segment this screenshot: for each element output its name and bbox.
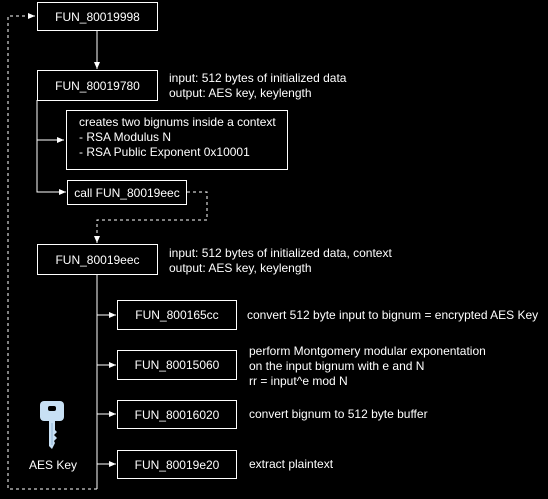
fun-80019e20-desc: extract plaintext <box>249 457 333 472</box>
fun-800165cc-desc: convert 512 byte input to bignum = encry… <box>247 308 538 323</box>
aes-key-label: AES Key <box>29 458 78 472</box>
desc-line: on the input bignum with e and N <box>249 359 425 373</box>
desc-line: extract plaintext <box>249 457 334 471</box>
node-call-fun-80019eec[interactable]: call FUN_80019eec <box>67 180 187 205</box>
key-icon <box>40 401 64 449</box>
fun-80016020-desc: convert bignum to 512 byte buffer <box>249 407 428 422</box>
edge-return-to-19998 <box>7 13 97 490</box>
desc-line: convert bignum to 512 byte buffer <box>249 407 428 421</box>
edge-19780-to-call <box>36 140 66 195</box>
note-line: - RSA Public Exponent 0x10001 <box>79 145 250 159</box>
desc-line: perform Montgomery modular exponentation <box>249 344 486 358</box>
bignum-context-note: creates two bignums inside a context - R… <box>66 110 288 170</box>
node-fun-80019e20[interactable]: FUN_80019e20 <box>117 450 237 479</box>
node-fun-80019eec[interactable]: FUN_80019eec <box>37 244 158 275</box>
fun-80019780-io-label: input: 512 bytes of initialized data out… <box>169 71 346 101</box>
io-output-line: output: AES key, keylength <box>169 86 312 100</box>
desc-line: convert 512 byte input to bignum = encry… <box>247 308 539 322</box>
io-output-line: output: AES key, keylength <box>169 261 312 275</box>
node-fun-80019998[interactable]: FUN_80019998 <box>37 2 158 31</box>
edge-19780-to-note <box>36 100 64 143</box>
node-fun-80019780[interactable]: FUN_80019780 <box>37 70 158 101</box>
fun-80015060-desc: perform Montgomery modular exponentation… <box>249 344 486 389</box>
node-fun-80015060[interactable]: FUN_80015060 <box>117 350 237 380</box>
io-input-line: input: 512 bytes of initialized data, co… <box>169 246 392 260</box>
io-input-line: input: 512 bytes of initialized data <box>169 71 347 85</box>
node-fun-800165cc[interactable]: FUN_800165cc <box>117 300 237 330</box>
note-line: - RSA Modulus N <box>79 130 172 144</box>
note-line: creates two bignums inside a context <box>79 115 276 129</box>
node-fun-80016020[interactable]: FUN_80016020 <box>117 400 237 429</box>
desc-line: rr = input^e mod N <box>249 374 348 388</box>
edge-call-to-19eec <box>94 191 208 243</box>
fun-80019eec-io-label: input: 512 bytes of initialized data, co… <box>169 246 392 276</box>
